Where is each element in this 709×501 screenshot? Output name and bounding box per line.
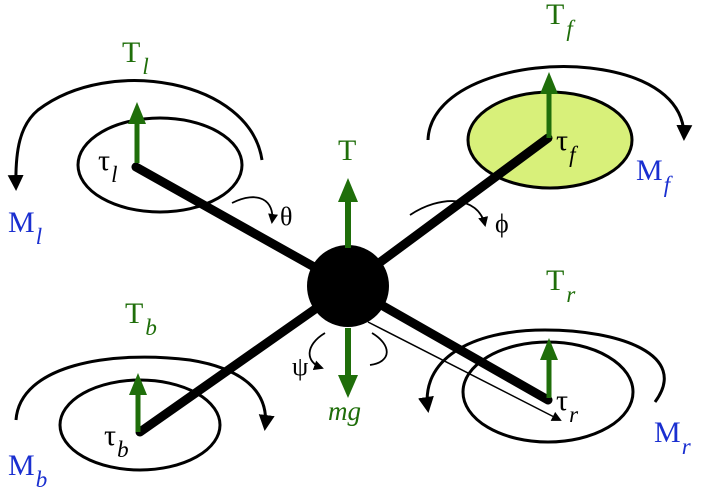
moment-label-front: Mf (636, 154, 674, 197)
moment-arrow-back (14, 355, 275, 431)
center-body (307, 245, 389, 327)
arm-length-indicator (367, 321, 562, 421)
moment-label-left: Ml (8, 206, 42, 249)
arrow-down-icon (338, 375, 358, 398)
arrow-up-icon (129, 373, 147, 395)
thrust-label-left: Tl (122, 36, 149, 79)
moment-arrow-front (426, 65, 693, 141)
rotor-disk-left (76, 116, 244, 214)
torque-label-back: τb (104, 419, 129, 462)
roll-angle-arrow (409, 200, 489, 227)
torque-label-front: τf (556, 124, 579, 167)
weight-label: mg (328, 396, 361, 426)
thrust-label-front: Tf (546, 0, 576, 41)
yaw-angle-label: ψ (292, 352, 308, 381)
arm-back (135, 281, 353, 437)
thrust-arrows (128, 72, 558, 432)
moment-arrow-right (418, 328, 666, 413)
arrow-up-icon (338, 178, 358, 202)
roll-angle-label: ϕ (495, 209, 509, 238)
yaw-angle-arrow (308, 332, 388, 368)
arrow-up-icon (540, 338, 558, 360)
thrust-label-back: Tb (125, 297, 157, 340)
torque-label-right: τr (556, 384, 579, 427)
pitch-angle-label: θ (280, 202, 292, 231)
torque-label-left: τl (98, 144, 117, 187)
thrust-label-right: Tr (546, 264, 576, 307)
arm-front (343, 133, 553, 291)
arrow-up-icon (128, 102, 146, 124)
pitch-angle-arrow (231, 196, 279, 224)
thrust-label-total: T (338, 134, 356, 167)
moment-label-right: Mr (654, 416, 692, 459)
moment-label-back: Mb (8, 449, 47, 492)
arrow-up-icon (540, 72, 558, 94)
moment-arrow-left (7, 79, 264, 191)
